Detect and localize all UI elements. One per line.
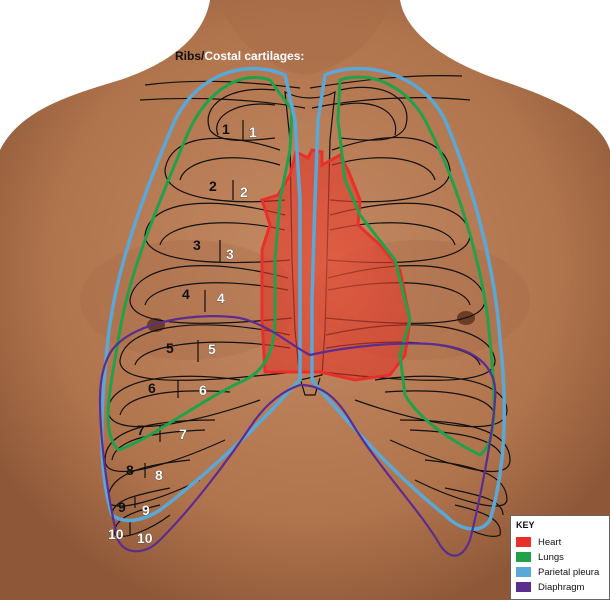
rib-number: 5 <box>166 340 174 356</box>
legend-label: Diaphragm <box>538 581 585 593</box>
rib-number: 7 <box>137 422 145 438</box>
legend-label: Heart <box>538 536 562 548</box>
right-parietal-pleura <box>310 66 507 531</box>
cartilage-number-labels: 1 2 3 4 5 6 7 8 9 10 <box>137 124 258 547</box>
right-clavicle <box>309 75 463 89</box>
legend-key: KEY Heart Lungs Parietal pleura Diaphrag… <box>510 515 610 600</box>
rib-number: 2 <box>209 178 217 194</box>
costal-cartilages-label: Costal cartilages: <box>204 49 304 63</box>
cartilage-number: 1 <box>249 124 257 140</box>
legend-swatch <box>516 552 531 562</box>
rib-number: 9 <box>118 499 126 515</box>
cartilage-number: 7 <box>179 426 187 442</box>
cartilage-number: 4 <box>217 290 225 306</box>
left-clavicle <box>144 80 301 89</box>
svg-text:Ribs/Costal cartilages:: Ribs/Costal cartilages: <box>175 49 304 63</box>
ribs-label: Ribs <box>175 49 201 63</box>
rib-number: 6 <box>148 380 156 396</box>
legend-item-parietal-pleura: Parietal pleura <box>516 566 599 578</box>
cartilage-number: 2 <box>240 184 248 200</box>
cartilage-number: 8 <box>155 467 163 483</box>
legend-item-lungs: Lungs <box>516 551 564 563</box>
left-lung-outline <box>106 76 294 452</box>
right-lung-outline <box>336 75 496 457</box>
legend-title: KEY <box>516 520 535 530</box>
rib-number: 4 <box>182 286 190 302</box>
cartilage-number: 9 <box>142 502 150 518</box>
legend-item-heart: Heart <box>516 536 561 548</box>
right-clavicle-lower <box>311 97 471 109</box>
diaphragm-outline <box>98 315 497 557</box>
legend-swatch <box>516 567 531 577</box>
legend-item-diaphragm: Diaphragm <box>516 581 584 593</box>
legend-swatch <box>516 537 531 547</box>
cartilage-number: 3 <box>226 246 234 262</box>
legend-swatch <box>516 582 531 592</box>
rib-number: 10 <box>108 526 124 542</box>
rib-number: 8 <box>126 462 134 478</box>
cartilage-number: 6 <box>199 382 207 398</box>
rib-number: 1 <box>222 121 230 137</box>
legend-label: Parietal pleura <box>538 566 600 578</box>
legend-label: Lungs <box>538 551 564 563</box>
cartilage-number: 10 <box>137 530 153 546</box>
rib-number: 3 <box>193 237 201 253</box>
label-separator: / <box>201 49 205 63</box>
cartilage-number: 5 <box>208 341 216 357</box>
neck-shadow <box>220 0 392 75</box>
rib-number-labels: 1 2 3 4 5 6 7 8 9 10 <box>108 121 230 542</box>
